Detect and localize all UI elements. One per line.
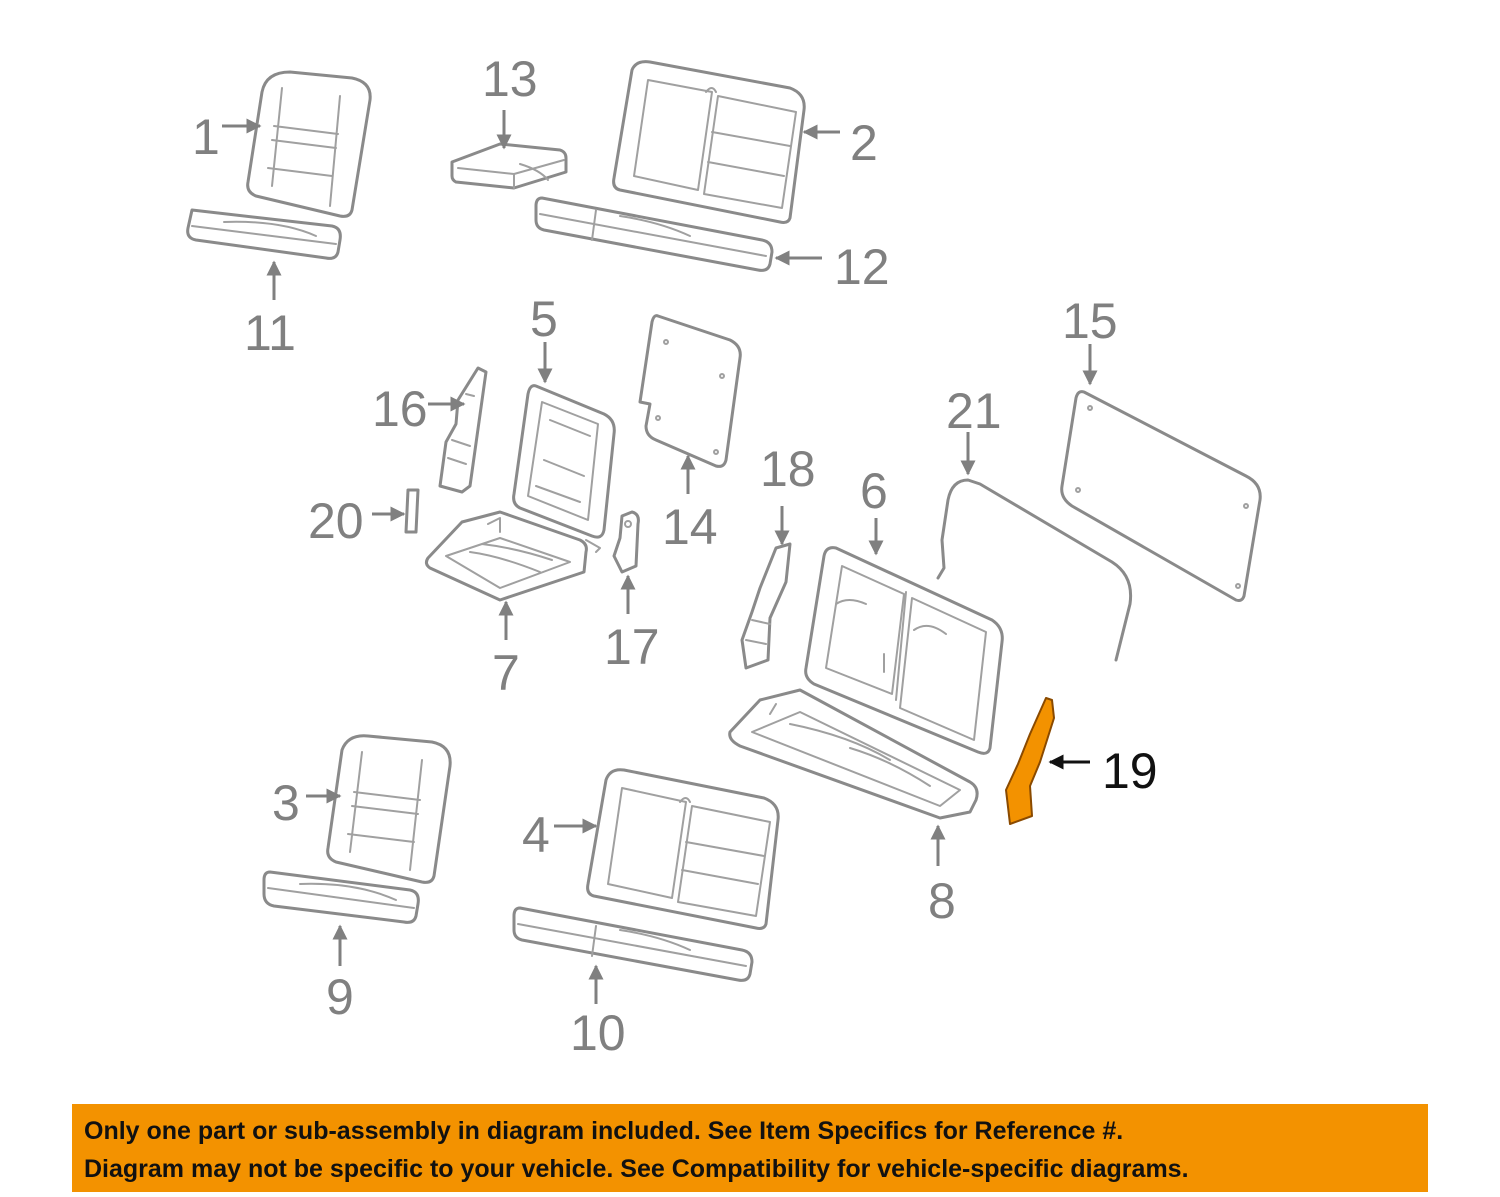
- callout-15: 15: [1062, 293, 1118, 349]
- callout-14: 14: [662, 499, 718, 555]
- part-9-cushion-cover: [262, 870, 420, 924]
- part-15-rear-panel: [1060, 390, 1262, 602]
- part-10-rear-cushion-cover: [512, 906, 754, 982]
- callout-13: 13: [482, 51, 538, 107]
- callout-9: 9: [326, 969, 354, 1025]
- part-16-trim-panel: [438, 366, 488, 494]
- callout-10: 10: [570, 1005, 626, 1061]
- part-14-panel: [638, 314, 742, 468]
- callout-4: 4: [522, 807, 550, 863]
- callout-19: 19: [1102, 743, 1158, 799]
- part-3-seat-back-cover: [326, 734, 452, 884]
- part-13-pad: [450, 142, 568, 190]
- part-21-wire-frame: [936, 478, 1133, 662]
- callout-20: 20: [308, 493, 364, 549]
- part-4-rear-back-cover: [586, 768, 780, 930]
- disclaimer-line-1: Only one part or sub-assembly in diagram…: [84, 1117, 1124, 1145]
- part-20-clip: [404, 488, 420, 534]
- callout-17: 17: [604, 619, 660, 675]
- parts-diagram: 1 2 3 4 5 6 7 8 9 10 11 12 13 14 15 16 1…: [186, 51, 1262, 1061]
- part-19-highlighted-trim-panel: [1005, 697, 1055, 825]
- part-17-bracket: [612, 510, 640, 574]
- callout-1: 1: [192, 109, 220, 165]
- callout-3: 3: [272, 775, 300, 831]
- part-11-cushion-cover: [186, 208, 342, 260]
- callout-7: 7: [492, 645, 520, 701]
- part-18-trim-panel: [740, 542, 792, 670]
- part-12-rear-cushion-cover: [534, 196, 774, 272]
- part-6-rear-back-frame: [804, 546, 1004, 755]
- callout-16: 16: [372, 381, 428, 437]
- callout-5: 5: [530, 291, 558, 347]
- disclaimer-line-2: Diagram may not be specific to your vehi…: [84, 1155, 1189, 1183]
- callout-12: 12: [834, 239, 890, 295]
- part-1-seat-back-cover: [246, 70, 372, 218]
- callout-11: 11: [244, 305, 296, 361]
- callout-6: 6: [860, 463, 888, 519]
- callout-labels: 1 2 3 4 5 6 7 8 9 10 11 12 13 14 15 16 1…: [192, 51, 1158, 1061]
- callout-18: 18: [760, 441, 816, 497]
- callout-8: 8: [928, 873, 956, 929]
- leader-lines: [222, 110, 1098, 1004]
- callout-21: 21: [946, 383, 1002, 439]
- part-7-cushion-frame: [424, 510, 588, 602]
- part-5-back-frame: [512, 384, 616, 553]
- disclaimer-banner: Only one part or sub-assembly in diagram…: [72, 1104, 1428, 1192]
- part-8-rear-cushion-frame: [728, 688, 979, 820]
- callout-2: 2: [850, 115, 878, 171]
- part-2-rear-back-cover: [612, 60, 806, 224]
